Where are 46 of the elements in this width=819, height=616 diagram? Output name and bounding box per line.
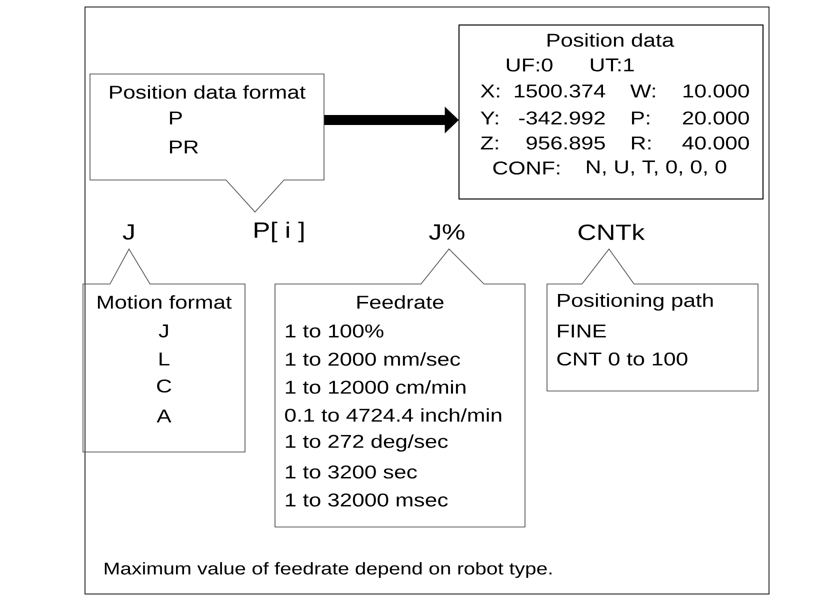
box-entry: 956.895 [526, 136, 605, 150]
box-heading: Position data format [110, 85, 306, 99]
box-entry: R: [632, 136, 650, 150]
box-entry: W: [630, 84, 655, 98]
box-entry: -342.992 [519, 111, 605, 125]
box-entry: UT:1 [590, 58, 634, 72]
box-entry: 0.1 to 4724.4 inch/min [285, 408, 502, 422]
code-token: CNTk [578, 224, 645, 240]
code-token: J% [429, 224, 464, 240]
code-token: P[ i ] [254, 222, 304, 242]
box-entry: 1 to 100% [286, 324, 384, 338]
callout-box [90, 74, 324, 213]
box-entry: 1 to 32000 msec [286, 493, 448, 507]
box-entry: PR [170, 140, 198, 154]
box-entry: 1 to 3200 sec [286, 465, 417, 479]
box-entry: 10.000 [684, 84, 749, 98]
box-entry: C [157, 379, 172, 393]
box-entry: P [170, 112, 182, 124]
box-heading: Feedrate [357, 295, 444, 309]
box-heading: Position data [548, 33, 674, 47]
box-entry: X: [480, 84, 500, 98]
note: Maximum value of feedrate depend on robot type. [104, 562, 552, 578]
box-entry: 1 to 272 deg/sec [286, 434, 448, 452]
callout-box [546, 248, 758, 392]
box-entry: J [158, 324, 168, 338]
box-entry: N, U, T, 0, 0, 0 [587, 160, 726, 176]
box-entry: Y: [480, 112, 498, 124]
box-entry: 40.000 [682, 136, 749, 150]
box-heading: Positioning path [558, 293, 713, 311]
box-entry: A [156, 410, 172, 422]
box-entry: 20.000 [683, 111, 749, 125]
box-entry: L [160, 352, 170, 366]
callout-box [274, 248, 526, 528]
data-box [458, 24, 764, 200]
callout-box [82, 248, 246, 452]
box-entry: 1500.374 [514, 84, 606, 98]
code-token: J [122, 224, 134, 240]
box-entry: P: [632, 112, 650, 124]
box-entry: CONF: [493, 161, 560, 175]
box-entry: 1 to 2000 mm/sec [286, 352, 460, 366]
box-entry: 1 to 12000 cm/min [286, 380, 466, 394]
box-entry: CNT 0 to 100 [557, 352, 688, 366]
box-heading: Motion format [98, 295, 232, 309]
box-entry: UF:0 [506, 58, 552, 72]
box-entry: FINE [558, 324, 606, 338]
box-entry: Z: [480, 136, 498, 150]
